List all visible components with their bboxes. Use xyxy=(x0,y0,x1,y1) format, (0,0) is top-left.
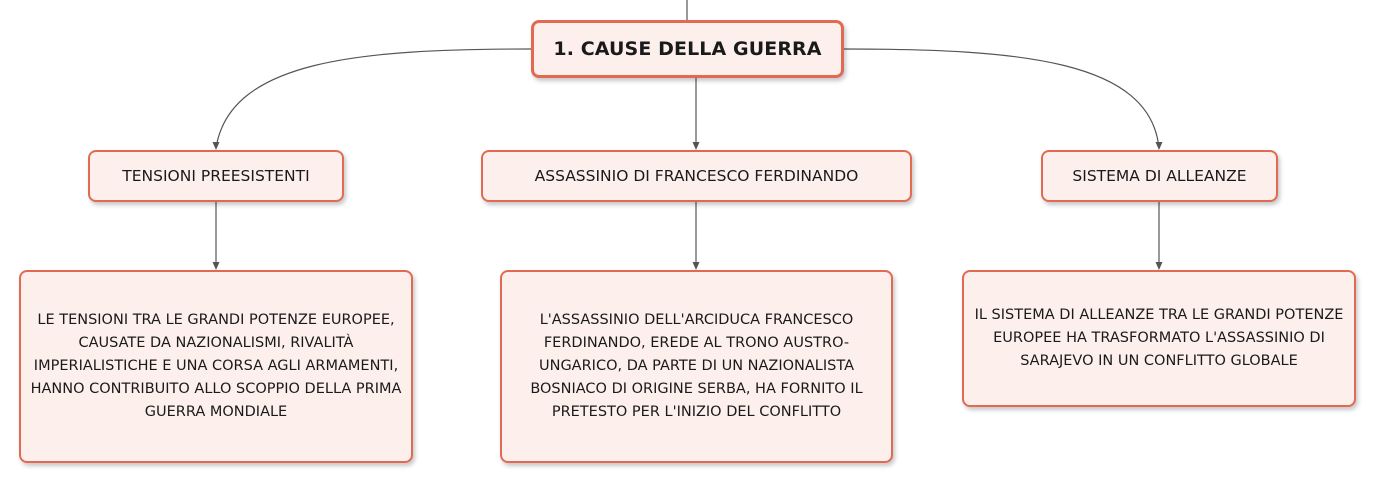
root-topic[interactable]: 1. CAUSE DELLA GUERRA xyxy=(531,20,844,78)
arrow-allies-leaf xyxy=(1155,262,1163,270)
subtopic-alleanze-detail[interactable]: IL SISTEMA DI ALLEANZE TRA LE GRANDI POT… xyxy=(962,270,1356,407)
subtopic-assassinio-detail[interactable]: L'ASSASSINIO DELL'ARCIDUCA FRANCESCO FER… xyxy=(500,270,893,463)
topic-sistema-di-alleanze[interactable]: SISTEMA DI ALLEANZE xyxy=(1041,150,1278,202)
subtopic-text: L'ASSASSINIO DELL'ARCIDUCA FRANCESCO FER… xyxy=(530,312,863,420)
topic-label: ASSASSINIO DI FRANCESCO FERDINANDO xyxy=(534,167,859,185)
arrow-tension-leaf xyxy=(212,262,220,270)
subtopic-text: LE TENSIONI TRA LE GRANDI POTENZE EUROPE… xyxy=(30,312,402,420)
topic-label: TENSIONI PREESISTENTI xyxy=(122,167,310,185)
topic-tensioni-preesistenti[interactable]: TENSIONI PREESISTENTI xyxy=(88,150,344,202)
connector-root-tension xyxy=(215,48,532,149)
arrow-assass xyxy=(692,142,700,150)
subtopic-tensioni-detail[interactable]: LE TENSIONI TRA LE GRANDI POTENZE EUROPE… xyxy=(19,270,413,463)
subtopic-text: IL SISTEMA DI ALLEANZE TRA LE GRANDI POT… xyxy=(974,307,1344,369)
connector-root-allies xyxy=(843,48,1160,149)
arrow-tension xyxy=(212,142,220,150)
arrow-allies xyxy=(1155,142,1163,150)
topic-label: SISTEMA DI ALLEANZE xyxy=(1072,167,1247,185)
root-topic-label: 1. CAUSE DELLA GUERRA xyxy=(553,38,822,60)
arrow-assass-leaf xyxy=(692,262,700,270)
topic-assassinio-francesco-ferdinando[interactable]: ASSASSINIO DI FRANCESCO FERDINANDO xyxy=(481,150,912,202)
